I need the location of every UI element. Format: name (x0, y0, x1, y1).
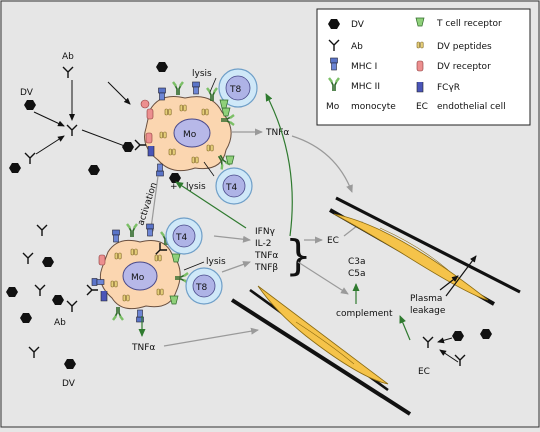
monocyte-bottom: Mo (86, 222, 190, 323)
label-dv-bottom: DV (62, 379, 76, 389)
label-c5a: C5a (348, 269, 366, 279)
label-leakage: leakage (410, 306, 446, 316)
label-tnfa-top: TNFα (265, 128, 289, 138)
label-c3a: C3a (348, 257, 366, 267)
cytokine-il2: IL-2 (255, 239, 271, 249)
legend-mo-abbrev: Mo (326, 102, 340, 112)
label-lysis-mid: lysis (186, 182, 206, 192)
label-t4-bottom: T4 (175, 233, 187, 243)
nucleus-top (173, 118, 211, 148)
legend-mhc1-label: MHC I (351, 62, 377, 72)
label-lysis-top: lysis (192, 69, 212, 79)
free-particles-bottom: Ab DV (6, 224, 78, 389)
label-tnfa-bottom: TNFα (131, 343, 155, 353)
legend-dv-label: DV (351, 20, 365, 30)
legend-fcgr-label: FCγR (437, 83, 460, 93)
t8-cell-bottom: T8 (185, 267, 223, 305)
legend-mhc2-label: MHC II (351, 82, 380, 92)
t8-cell-top: T8 (218, 68, 258, 109)
cytokine-tnfb: TNFβ (254, 263, 278, 273)
label-lysis-bottom: lysis (206, 257, 226, 267)
cytokine-ifng: IFNγ (255, 227, 276, 237)
legend-monocyte-label: monocyte (351, 102, 396, 112)
endothelium-lower (230, 285, 412, 416)
label-plus: + (170, 182, 178, 192)
label-dv-top: DV (20, 88, 34, 98)
label-ab-top: Ab (62, 52, 74, 62)
legend-ec-abbrev: EC (416, 102, 428, 112)
endothelium-upper (329, 196, 521, 306)
label-t8-top: T8 (229, 85, 241, 95)
legend-mhc1-icon (330, 57, 338, 71)
cytokine-list: IFNγ IL-2 TNFα TNFβ } (254, 227, 312, 280)
legend-dv-receptor-label: DV receptor (437, 62, 491, 72)
free-particles-ec: EC (418, 329, 492, 377)
label-ab-bottom: Ab (54, 318, 66, 328)
free-particles-top: Ab DV (9, 52, 181, 183)
label-mo-top: Mo (183, 130, 197, 140)
cytokine-tnfa: TNFα (254, 251, 278, 261)
legend-tcr-label: T cell receptor (436, 19, 502, 29)
legend-ec-label: endothelial cell (437, 102, 506, 112)
label-complement: complement (336, 309, 393, 319)
cytokine-brace: } (285, 231, 312, 280)
legend-box: DV Ab MHC I MHC II Mo monocyte T cell re… (316, 8, 531, 126)
label-t4-mid: T4 (225, 183, 237, 193)
monocyte-top: Mo (122, 80, 236, 177)
legend-peptide-label: DV peptides (437, 42, 492, 52)
legend-fcgr-icon (416, 81, 424, 93)
label-ec-bottom: EC (418, 367, 430, 377)
label-ec-mid: EC (327, 236, 339, 246)
t4-cell-mid: T4 (215, 167, 253, 205)
legend-ab-label: Ab (351, 42, 363, 52)
label-plasma: Plasma (410, 294, 442, 304)
label-mo-bottom: Mo (131, 273, 145, 283)
t4-cell-bottom: T4 (165, 217, 203, 255)
legend-dv-receptor-icon (416, 60, 424, 72)
label-t8-bottom: T8 (195, 283, 207, 293)
